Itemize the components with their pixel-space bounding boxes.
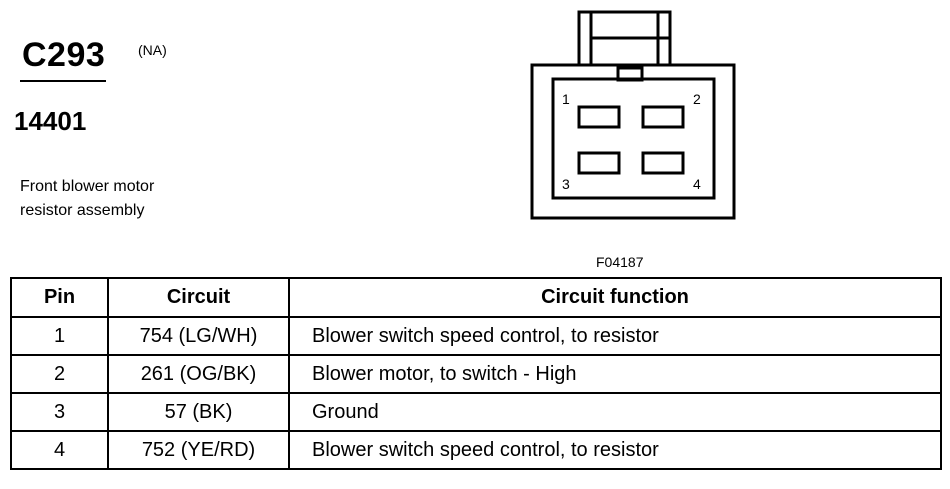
connector-outer-shell bbox=[530, 63, 736, 220]
header-pin: Pin bbox=[10, 277, 109, 318]
table-row: 4 752 (YE/RD) Blower switch speed contro… bbox=[10, 430, 942, 470]
cell-function: Ground bbox=[288, 392, 942, 432]
table-row: 1 754 (LG/WH) Blower switch speed contro… bbox=[10, 316, 942, 356]
terminal-cavity-1 bbox=[577, 105, 621, 129]
cell-circuit: 752 (YE/RD) bbox=[107, 430, 290, 470]
terminal-cavity-2 bbox=[641, 105, 685, 129]
connector-description: Front blower motor resistor assembly bbox=[20, 175, 154, 223]
pin-table: Pin Circuit Circuit function 1 754 (LG/W… bbox=[10, 277, 942, 470]
figure-id: F04187 bbox=[596, 254, 644, 270]
table-row: 2 261 (OG/BK) Blower motor, to switch - … bbox=[10, 354, 942, 394]
cell-circuit: 261 (OG/BK) bbox=[107, 354, 290, 394]
pin-label-2: 2 bbox=[693, 91, 701, 107]
pin-label-3: 3 bbox=[562, 176, 570, 192]
connector-id: C293 bbox=[22, 36, 106, 74]
cell-pin: 4 bbox=[10, 430, 109, 470]
terminal-cavity-4 bbox=[641, 151, 685, 175]
connector-note: (NA) bbox=[138, 42, 167, 58]
description-line-2: resistor assembly bbox=[20, 202, 145, 219]
cell-circuit: 754 (LG/WH) bbox=[107, 316, 290, 356]
cell-pin: 1 bbox=[10, 316, 109, 356]
part-number: 14401 bbox=[14, 106, 87, 136]
connector-inner-face bbox=[551, 77, 716, 200]
table-header-row: Pin Circuit Circuit function bbox=[10, 277, 942, 318]
connector-id-underline bbox=[20, 80, 106, 82]
cell-function: Blower switch speed control, to resistor bbox=[288, 430, 942, 470]
table-row: 3 57 (BK) Ground bbox=[10, 392, 942, 432]
cell-pin: 3 bbox=[10, 392, 109, 432]
connector-face-diagram: 1 2 3 4 bbox=[530, 10, 736, 220]
cell-function: Blower switch speed control, to resistor bbox=[288, 316, 942, 356]
cell-function: Blower motor, to switch - High bbox=[288, 354, 942, 394]
terminal-cavity-3 bbox=[577, 151, 621, 175]
cell-pin: 2 bbox=[10, 354, 109, 394]
pin-label-1: 1 bbox=[562, 91, 570, 107]
header-circuit: Circuit bbox=[107, 277, 290, 318]
description-line-1: Front blower motor bbox=[20, 178, 155, 195]
cell-circuit: 57 (BK) bbox=[107, 392, 290, 432]
header-circuit-function: Circuit function bbox=[288, 277, 942, 318]
pin-label-4: 4 bbox=[693, 176, 701, 192]
